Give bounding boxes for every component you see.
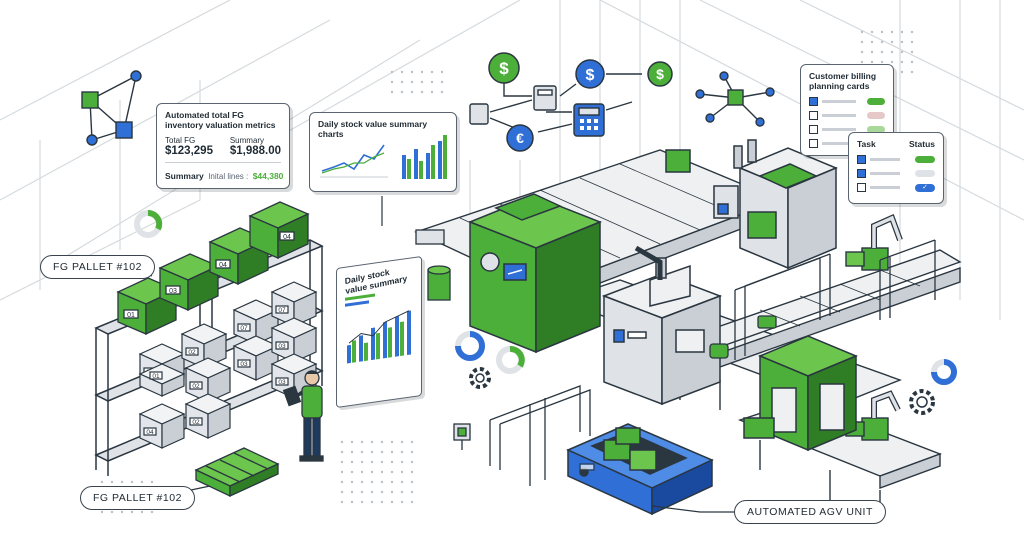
gear-icon — [469, 367, 491, 389]
green-processing-machine — [467, 193, 603, 354]
stock-mini-charts — [320, 135, 447, 179]
billing-row — [809, 125, 885, 134]
dollar-coin-icon: $ — [575, 59, 605, 89]
green-component — [453, 315, 777, 450]
network-nodes-icon — [81, 70, 142, 146]
donut-chart-icon — [455, 331, 485, 361]
agv-unit-label: AUTOMATED AGV UNIT — [734, 500, 886, 524]
green-tank — [415, 229, 451, 301]
euro-coin-icon: € — [506, 124, 534, 152]
svg-text:$: $ — [586, 67, 595, 84]
svg-text:€: € — [516, 130, 524, 146]
svg-text:02: 02 — [192, 419, 200, 426]
summary-value: $1,988.00 — [229, 145, 281, 157]
packaging-machine — [665, 139, 838, 270]
task-header: Task — [857, 139, 876, 149]
fg-pallet-label-bottom: FG PALLET #102 — [80, 486, 195, 510]
inventory-valuation-card: Automated total FG inventory valuation m… — [156, 103, 290, 189]
task-row: ✓ — [857, 183, 935, 192]
task-row — [857, 155, 935, 164]
checkbox-checked-icon[interactable] — [857, 155, 866, 164]
gantry-frame — [489, 239, 936, 486]
task-row — [857, 169, 935, 178]
svg-text:03: 03 — [278, 343, 286, 350]
donut-chart-icon — [931, 359, 957, 385]
svg-text:03: 03 — [278, 379, 286, 386]
card-title: Daily stock value summary charts — [318, 119, 428, 139]
checkbox-icon[interactable] — [857, 183, 866, 192]
billing-row — [809, 97, 885, 106]
rack-stock-screen: Daily stock value summary — [336, 255, 422, 408]
status-header: Status — [909, 139, 935, 149]
green-pallet — [194, 447, 280, 498]
donut-chart-icon — [134, 210, 163, 238]
svg-text:02: 02 — [192, 383, 200, 390]
screen-bar-chart — [347, 310, 411, 364]
checkbox-icon[interactable] — [809, 125, 818, 134]
footer-summary-label: Summary — [165, 171, 204, 181]
svg-text:02: 02 — [188, 349, 196, 356]
checkbox-checked-icon[interactable] — [809, 97, 818, 106]
agv-robot — [566, 423, 714, 516]
billing-row — [809, 111, 885, 120]
checkbox-checked-icon[interactable] — [857, 169, 866, 178]
check-badge-icon: ✓ — [915, 183, 935, 192]
svg-text:07: 07 — [240, 325, 248, 332]
svg-text:04: 04 — [283, 234, 291, 241]
svg-text:07: 07 — [278, 307, 286, 314]
svg-text:$: $ — [656, 66, 664, 82]
svg-text:03: 03 — [169, 288, 177, 295]
card-title: Customer billing planning cards — [809, 71, 877, 91]
billing-row — [809, 139, 885, 148]
robotic-arm — [845, 213, 903, 271]
task-status-card: Task Status ✓ — [848, 132, 944, 204]
checkbox-icon[interactable] — [809, 111, 818, 120]
pallet-box-row: 02 02 07 07 01 02 03 03 04 02 03 — [138, 281, 318, 449]
dollar-coin-icon: $ — [647, 61, 673, 87]
svg-text:01: 01 — [152, 373, 160, 380]
calculator-icon — [469, 85, 605, 137]
gear-icon — [909, 389, 935, 415]
worker-with-tablet — [282, 370, 324, 462]
donut-chart-icon — [496, 346, 525, 374]
footer-value: $44,380 — [252, 171, 284, 181]
gray-assembly-machine — [601, 245, 723, 406]
svg-text:04: 04 — [146, 429, 154, 436]
pallet-box-row: 01 03 04 04 — [116, 201, 310, 336]
total-fg-value: $123,295 — [165, 145, 213, 157]
svg-text:03: 03 — [240, 361, 248, 368]
checkbox-icon[interactable] — [809, 139, 818, 148]
svg-text:$: $ — [499, 59, 509, 78]
footer-sub-label: Inital lines : — [208, 172, 249, 181]
network-nodes-icon — [695, 71, 775, 127]
fg-pallet-label-top: FG PALLET #102 — [40, 255, 155, 279]
dollar-coin-icon: $ — [488, 52, 520, 84]
svg-text:01: 01 — [127, 312, 135, 319]
scanner-gate — [743, 335, 858, 452]
daily-stock-chart-card: Daily stock value summary charts — [309, 112, 457, 192]
svg-text:04: 04 — [219, 262, 227, 269]
summary-label: Summary — [229, 136, 265, 145]
currency-flow-diagram — [489, 73, 642, 133]
card-title: Automated total FG inventory valuation m… — [165, 110, 276, 130]
total-fg-label: Total FG — [165, 136, 196, 145]
